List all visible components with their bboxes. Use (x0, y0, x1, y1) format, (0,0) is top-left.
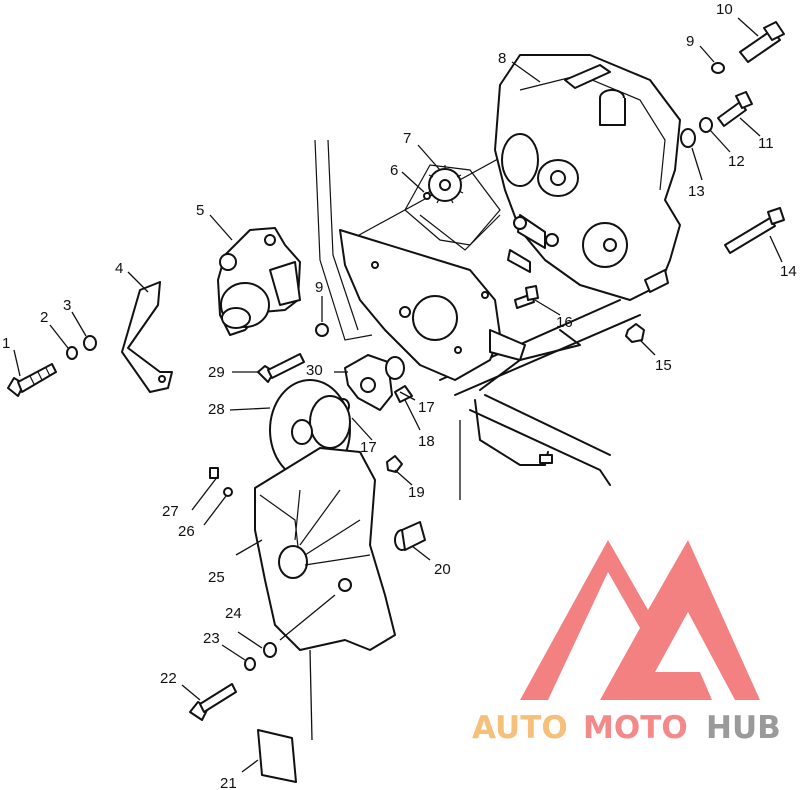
callout-28: 28 (208, 401, 225, 418)
leader-lines (13, 17, 783, 773)
watermark-part-hub: HUB (706, 710, 781, 746)
callout-9-right: 9 (686, 33, 694, 50)
washer-3 (83, 335, 97, 351)
nut-19 (386, 455, 403, 473)
washer-24 (263, 642, 277, 658)
watermark-part-moto: MOTO (583, 710, 688, 746)
lockwasher-23 (244, 657, 256, 671)
bolt-10 (739, 21, 785, 63)
washer-13 (680, 128, 696, 148)
washer-2 (66, 346, 78, 360)
watermark-text: AUTO MOTO HUB (472, 710, 781, 746)
callout-14: 14 (780, 263, 797, 280)
callout-8: 8 (498, 50, 506, 67)
tensioner-housing (217, 227, 301, 336)
washer-26 (223, 487, 233, 497)
nut-15 (625, 323, 645, 343)
callout-23: 23 (203, 630, 220, 647)
callout-22: 22 (160, 670, 177, 687)
callout-10: 10 (716, 1, 733, 18)
watermark-logo (520, 540, 760, 700)
callout-4: 4 (115, 260, 123, 277)
callout-20: 20 (434, 561, 451, 578)
watermark-part-auto: AUTO (472, 710, 568, 746)
callout-24: 24 (225, 605, 242, 622)
callout-18: 18 (418, 433, 435, 450)
tensioner-plate-30 (344, 354, 405, 411)
bolt-29 (257, 353, 305, 383)
bushing-20 (394, 521, 426, 551)
callout-7: 7 (403, 130, 411, 147)
callout-9-left: 9 (315, 279, 323, 296)
callout-16: 16 (556, 314, 573, 331)
callout-5: 5 (196, 202, 204, 219)
callout-6: 6 (390, 162, 398, 179)
callout-17-left: 17 (360, 439, 377, 456)
callout-12: 12 (728, 153, 745, 170)
callout-13: 13 (688, 183, 705, 200)
screw-27 (209, 467, 219, 479)
watermark-triangle-mark (520, 540, 760, 700)
callout-11: 11 (758, 135, 774, 152)
callout-1: 1 (2, 335, 10, 352)
callout-26: 26 (178, 523, 195, 540)
washer-9 (711, 62, 725, 74)
bolt-22 (189, 683, 237, 721)
washer-9-left (315, 323, 329, 337)
bracket (121, 281, 173, 393)
bolt-16 (514, 285, 539, 309)
sprocket-7 (404, 164, 501, 251)
bolt-1 (7, 363, 57, 397)
bolt-11 (717, 91, 753, 127)
callout-19: 19 (408, 484, 425, 501)
decal-21 (257, 729, 297, 783)
callout-29: 29 (208, 364, 225, 381)
bolt-14 (724, 207, 785, 254)
key-6 (423, 192, 431, 200)
gear-case (494, 54, 681, 301)
callout-3: 3 (63, 297, 71, 314)
chaincase-cover-25 (254, 447, 396, 651)
callout-25: 25 (208, 569, 225, 586)
callout-15: 15 (655, 357, 672, 374)
callout-21: 21 (220, 775, 237, 790)
callout-2: 2 (40, 309, 48, 326)
callout-17-right: 17 (418, 399, 435, 416)
callout-30: 30 (306, 362, 323, 379)
callout-27: 27 (162, 503, 179, 520)
washer-12 (699, 117, 713, 133)
mounting-plate (339, 229, 526, 381)
